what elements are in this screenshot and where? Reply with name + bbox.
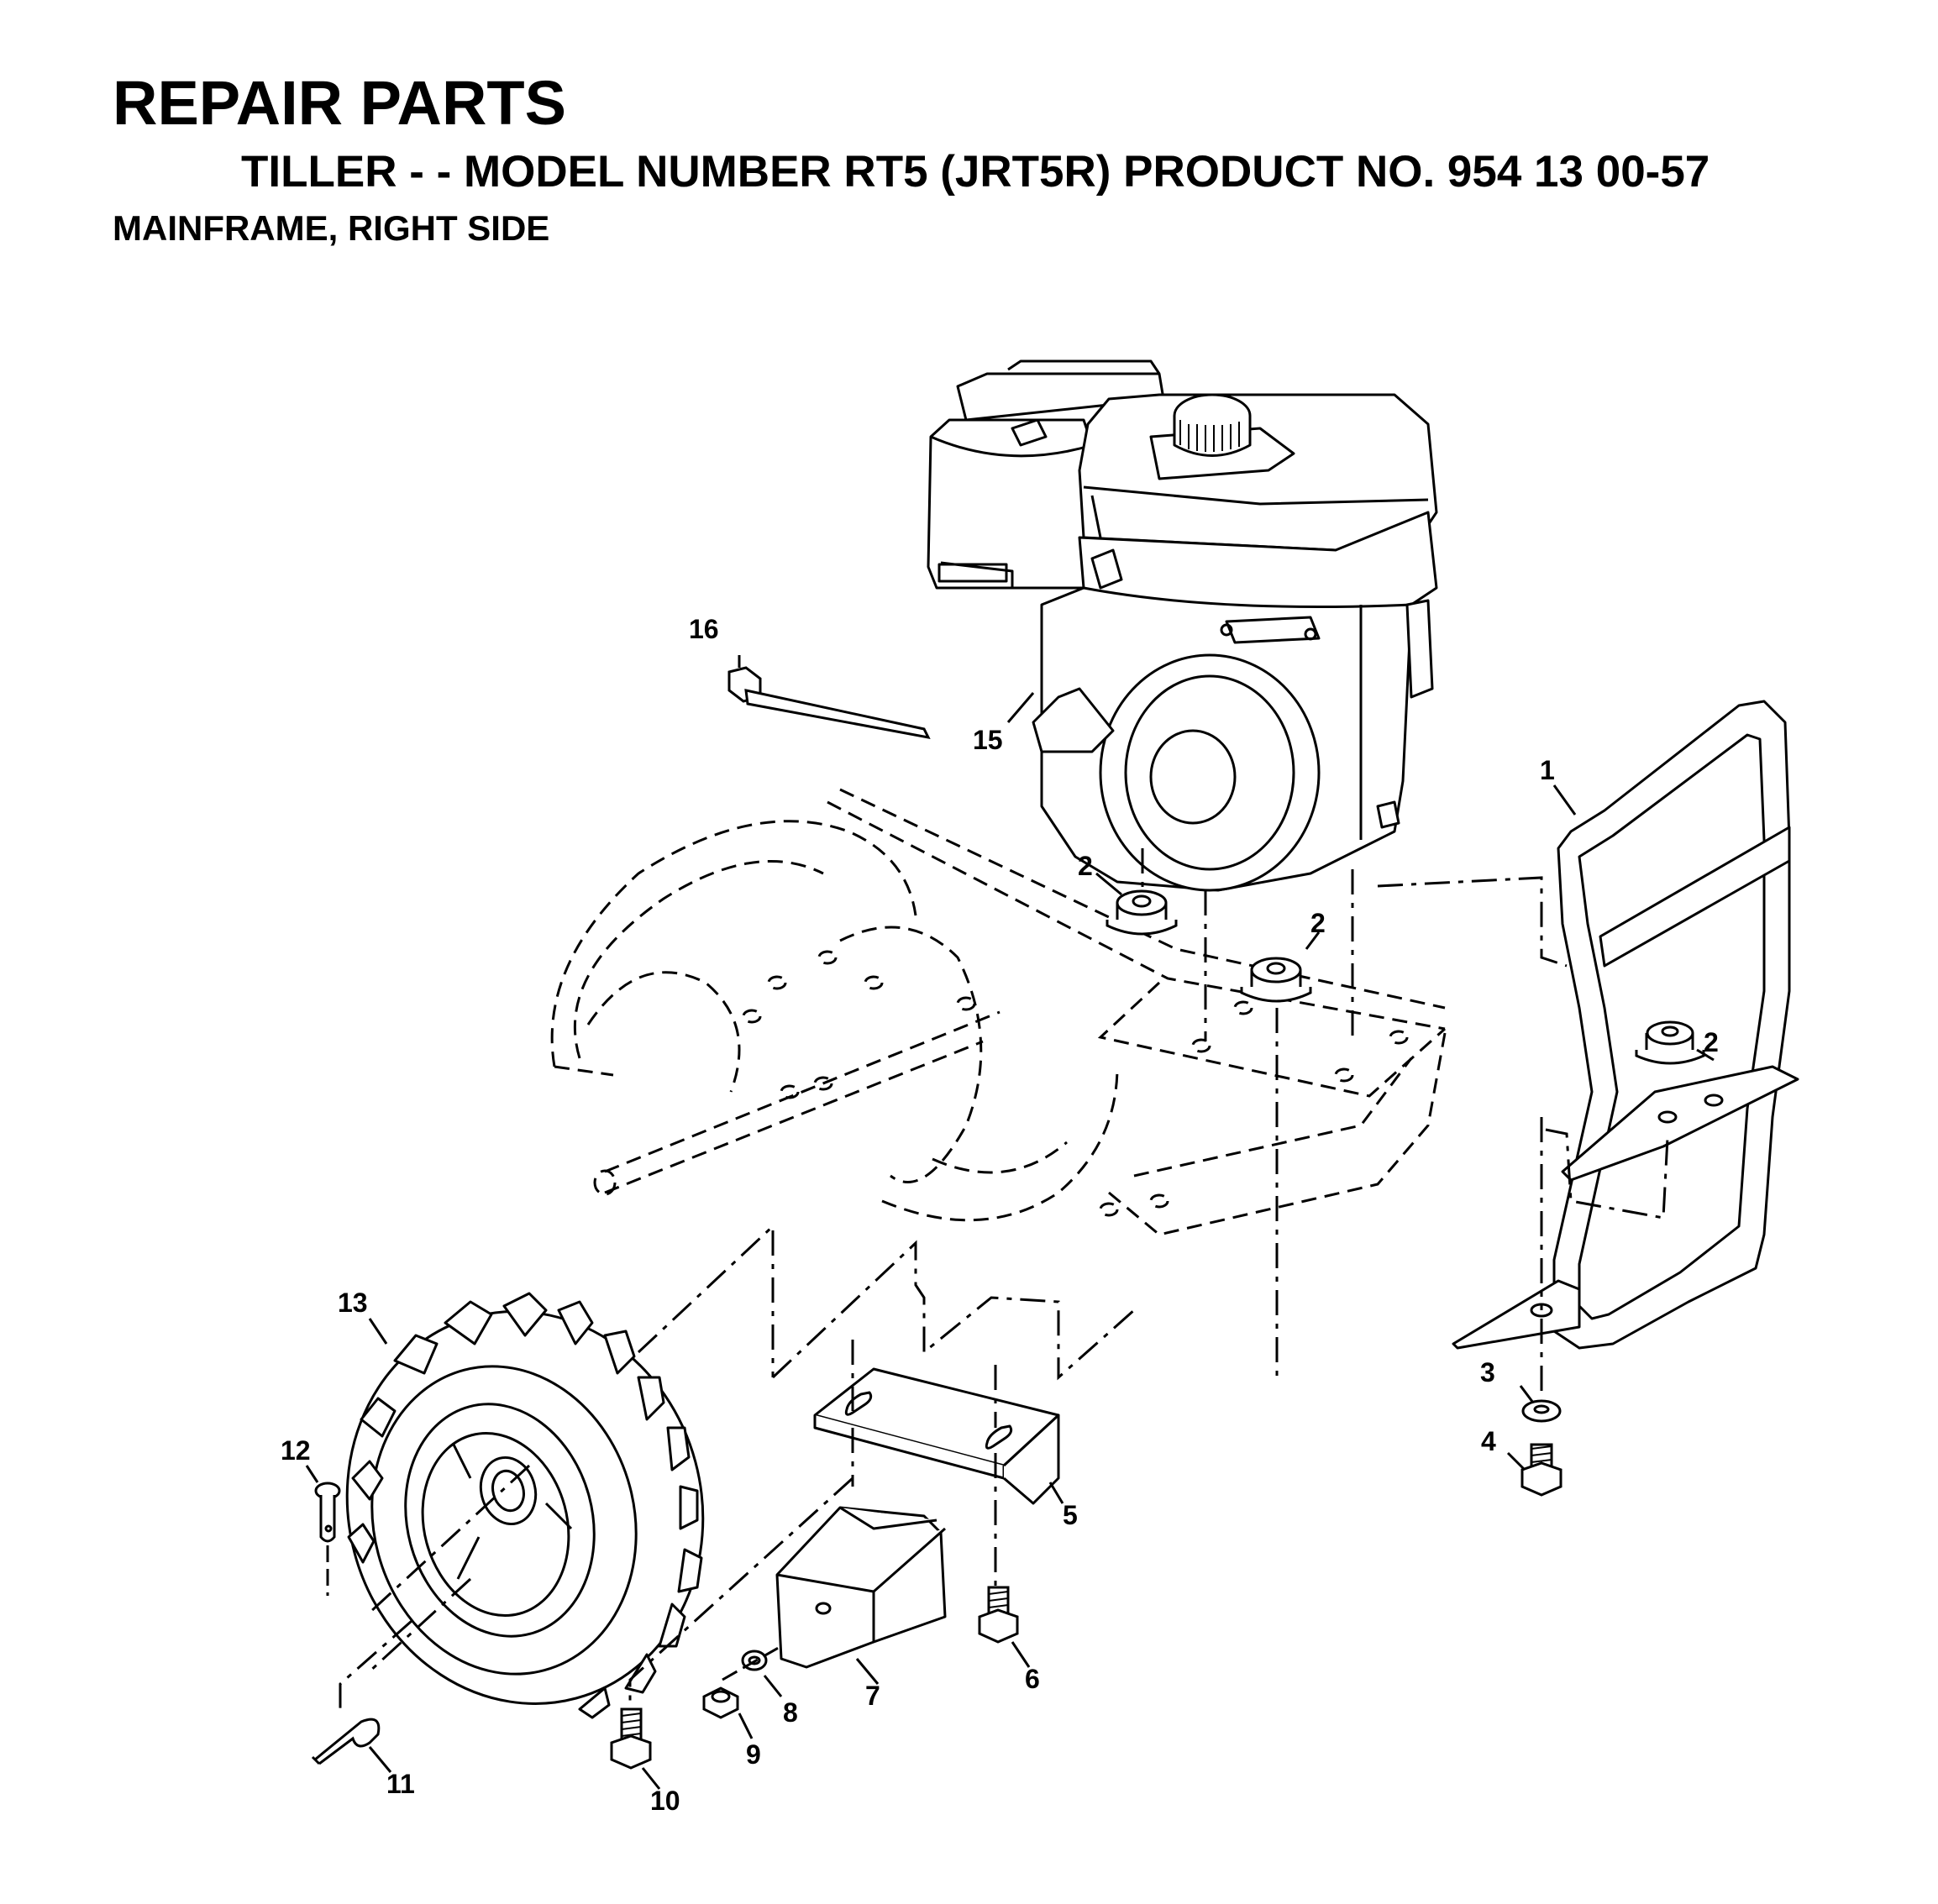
cable-tie <box>727 655 931 740</box>
engine <box>927 359 1438 892</box>
section-title: MAINFRAME, RIGHT SIDE <box>113 208 550 248</box>
callout-5: 5 <box>1063 1500 1078 1530</box>
page-title: REPAIR PARTS <box>113 68 566 138</box>
callout-6: 6 <box>1025 1664 1040 1694</box>
guard-leaders <box>1377 876 1669 1394</box>
model-subtitle: TILLER - - MODEL NUMBER RT5 (JRT5R) PROD… <box>241 147 1710 197</box>
callout-12: 12 <box>281 1435 311 1466</box>
leader-1 <box>1552 784 1577 816</box>
callout-3: 3 <box>1480 1357 1495 1387</box>
callout-9: 9 <box>746 1739 761 1770</box>
washer-3 <box>1521 1399 1562 1423</box>
front-guard <box>1452 700 1799 1350</box>
callout-10: 10 <box>650 1786 680 1816</box>
callout-1: 1 <box>1540 755 1555 785</box>
nut-9 <box>702 1686 739 1719</box>
shield-7 <box>775 1506 947 1669</box>
bolt-4 <box>1520 1443 1562 1497</box>
engine-mount-leaders <box>1141 848 1354 1377</box>
hairpin-clip-11 <box>311 1718 381 1765</box>
leader-15 <box>1006 692 1035 723</box>
callout-8: 8 <box>783 1697 798 1728</box>
flange-nut-a <box>1106 889 1178 936</box>
mainframe-outline <box>550 788 1447 1236</box>
bolt-10 <box>610 1707 652 1770</box>
bracket-leaders <box>851 1340 997 1596</box>
callout-15: 15 <box>973 725 1003 755</box>
callout-2a: 2 <box>1078 851 1093 881</box>
callout-7: 7 <box>865 1681 880 1711</box>
callout-13: 13 <box>338 1288 368 1318</box>
callout-11: 11 <box>386 1769 415 1799</box>
wheel-leaders <box>339 1225 1135 1709</box>
callout-2b: 2 <box>1310 908 1326 938</box>
callout-4: 4 <box>1481 1426 1496 1456</box>
bracket-5 <box>813 1367 1060 1505</box>
callout-16: 16 <box>689 614 719 644</box>
clevis-pin-12 <box>314 1482 341 1543</box>
callout-2c: 2 <box>1704 1027 1719 1057</box>
wheel-13 <box>345 1292 705 1719</box>
flange-nut-b <box>1240 957 1312 1003</box>
flange-nut-c <box>1635 1020 1705 1065</box>
bolt-6 <box>978 1586 1019 1644</box>
